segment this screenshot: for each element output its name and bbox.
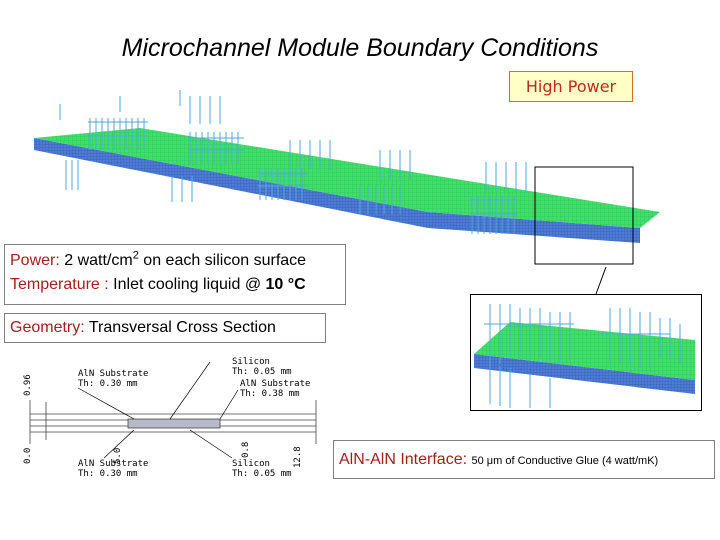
- cs-label-aln-bottom: AlN Substrate: [78, 459, 148, 469]
- geometry-text: Transversal Cross Section: [88, 319, 276, 336]
- cs-dim-3: 5.0: [113, 448, 123, 464]
- cs-label-aln-right-th: Th: 0.38 mm: [240, 389, 300, 399]
- power-temperature-note: Power: 2 watt/cm2 on each silicon surfac…: [4, 244, 346, 305]
- geometry-note: Geometry: Transversal Cross Section: [4, 313, 326, 343]
- cs-dim-2: 0.0: [23, 448, 33, 464]
- cs-layer-stack: [29, 400, 317, 444]
- cs-label-silicon-top: Silicon: [232, 357, 270, 367]
- cs-label-aln-right: AlN Substrate: [240, 379, 310, 389]
- temperature-text: Inlet cooling liquid @: [113, 276, 262, 293]
- page-title: Microchannel Module Boundary Conditions: [121, 34, 599, 62]
- cs-dim-5: 12.8: [293, 446, 303, 468]
- temperature-value: 10 °C: [265, 276, 306, 293]
- zoom-region-box: [534, 166, 634, 265]
- constraint-arrows: [59, 90, 527, 234]
- cs-label-silicon-bottom: Silicon: [232, 459, 270, 469]
- cs-label-silicon-bottom-th: Th: 0.05 mm: [232, 469, 292, 479]
- high-power-badge: High Power: [509, 71, 633, 102]
- interface-note: AlN-AlN Interface: 50 μm of Conductive G…: [333, 440, 715, 479]
- cross-section-drawing: AlN Substrate Th: 0.30 mm Silicon Th: 0.…: [23, 357, 317, 479]
- temperature-label: Temperature :: [10, 276, 109, 293]
- power-value: 2 watt/cm: [64, 252, 133, 269]
- interface-label: AlN-AlN Interface:: [339, 451, 468, 468]
- slab-top: [34, 128, 660, 228]
- cs-label-aln-bottom-th: Th: 0.30 mm: [78, 469, 138, 479]
- cs-label-silicon-top-th: Th: 0.05 mm: [232, 367, 292, 377]
- cs-label-aln-top-left: AlN Substrate: [78, 369, 148, 379]
- slab-side: [34, 138, 640, 243]
- cs-dim-1: 0.96: [23, 374, 33, 396]
- power-rest: on each silicon surface: [143, 252, 307, 269]
- interface-text: 50 μm of Conductive Glue (4 watt/mK): [471, 455, 659, 467]
- power-label: Power:: [10, 252, 60, 269]
- zoom-detail-view: [470, 294, 702, 411]
- cs-leaders: [77, 361, 239, 459]
- cs-label-aln-top-left-th: Th: 0.30 mm: [78, 379, 138, 389]
- cs-dim-4: 0.8: [241, 442, 251, 458]
- power-exponent: 2: [132, 249, 139, 262]
- geometry-label: Geometry:: [10, 319, 85, 336]
